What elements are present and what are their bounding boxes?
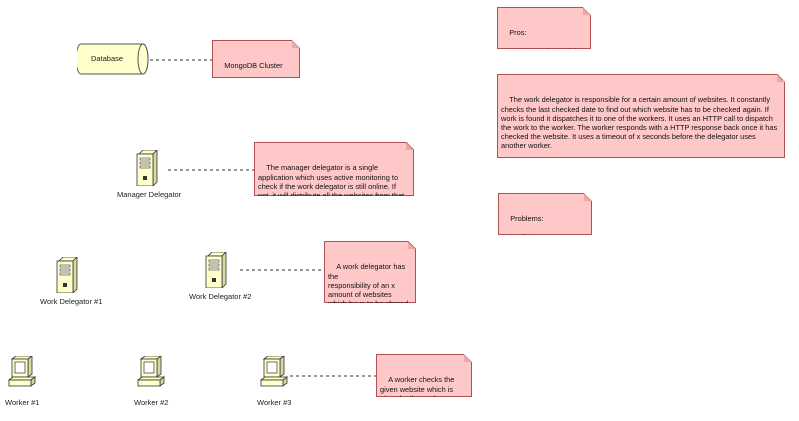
pros-note[interactable]: Pros: - Random worker which can pick up … bbox=[497, 7, 591, 49]
mongodb-cluster-text: MongoDB Cluster bbox=[224, 61, 283, 71]
database-label: Database bbox=[90, 54, 124, 63]
note-fold bbox=[292, 40, 300, 48]
work-delegator-1-label: Work Delegator #1 bbox=[40, 297, 103, 306]
manager-delegator-server[interactable] bbox=[136, 149, 158, 187]
connector-lines bbox=[150, 59, 376, 377]
server-tower-icon bbox=[136, 149, 158, 187]
note-fold bbox=[464, 354, 472, 362]
manager-delegator-note[interactable]: The manager delegator is a single applic… bbox=[254, 142, 414, 196]
worker-3-label: Worker #3 bbox=[257, 398, 292, 407]
work-delegator-2-server[interactable] bbox=[205, 251, 227, 289]
work-delegator-description-text: The work delegator is responsible for a … bbox=[501, 95, 778, 151]
note-fold bbox=[584, 193, 592, 201]
work-delegator-1-server[interactable] bbox=[56, 256, 78, 294]
diagram-canvas: Database MongoDB Cluster Pros: - Random … bbox=[5, 0, 799, 410]
server-tower-icon bbox=[205, 251, 227, 289]
note-fold bbox=[583, 7, 591, 15]
computer-workstation-icon bbox=[259, 355, 289, 387]
work-delegator-note[interactable]: A work delegator has the responsibility … bbox=[324, 241, 416, 303]
worker-1-label: Worker #1 bbox=[5, 398, 40, 407]
worker-2-computer[interactable] bbox=[136, 355, 166, 387]
work-delegator-2-label: Work Delegator #2 bbox=[189, 292, 252, 301]
database-cylinder-icon bbox=[75, 43, 149, 75]
worker-2-label: Worker #2 bbox=[134, 398, 169, 407]
worker-3-computer[interactable] bbox=[259, 355, 289, 387]
worker-1-computer[interactable] bbox=[7, 355, 37, 387]
note-fold bbox=[408, 241, 416, 249]
database-node[interactable]: Database bbox=[75, 43, 149, 75]
computer-workstation-icon bbox=[136, 355, 166, 387]
worker-note[interactable]: A worker checks the given website which … bbox=[376, 354, 472, 397]
note-fold bbox=[777, 74, 785, 82]
manager-delegator-label: Manager Delegator bbox=[117, 190, 182, 199]
work-delegator-description-note[interactable]: The work delegator is responsible for a … bbox=[497, 74, 785, 158]
problems-note[interactable]: Problems: What if the manager delegator … bbox=[498, 193, 592, 235]
mongodb-cluster-note[interactable]: MongoDB Cluster bbox=[212, 40, 300, 78]
note-fold bbox=[406, 142, 414, 150]
server-tower-icon bbox=[56, 256, 78, 294]
computer-workstation-icon bbox=[7, 355, 37, 387]
